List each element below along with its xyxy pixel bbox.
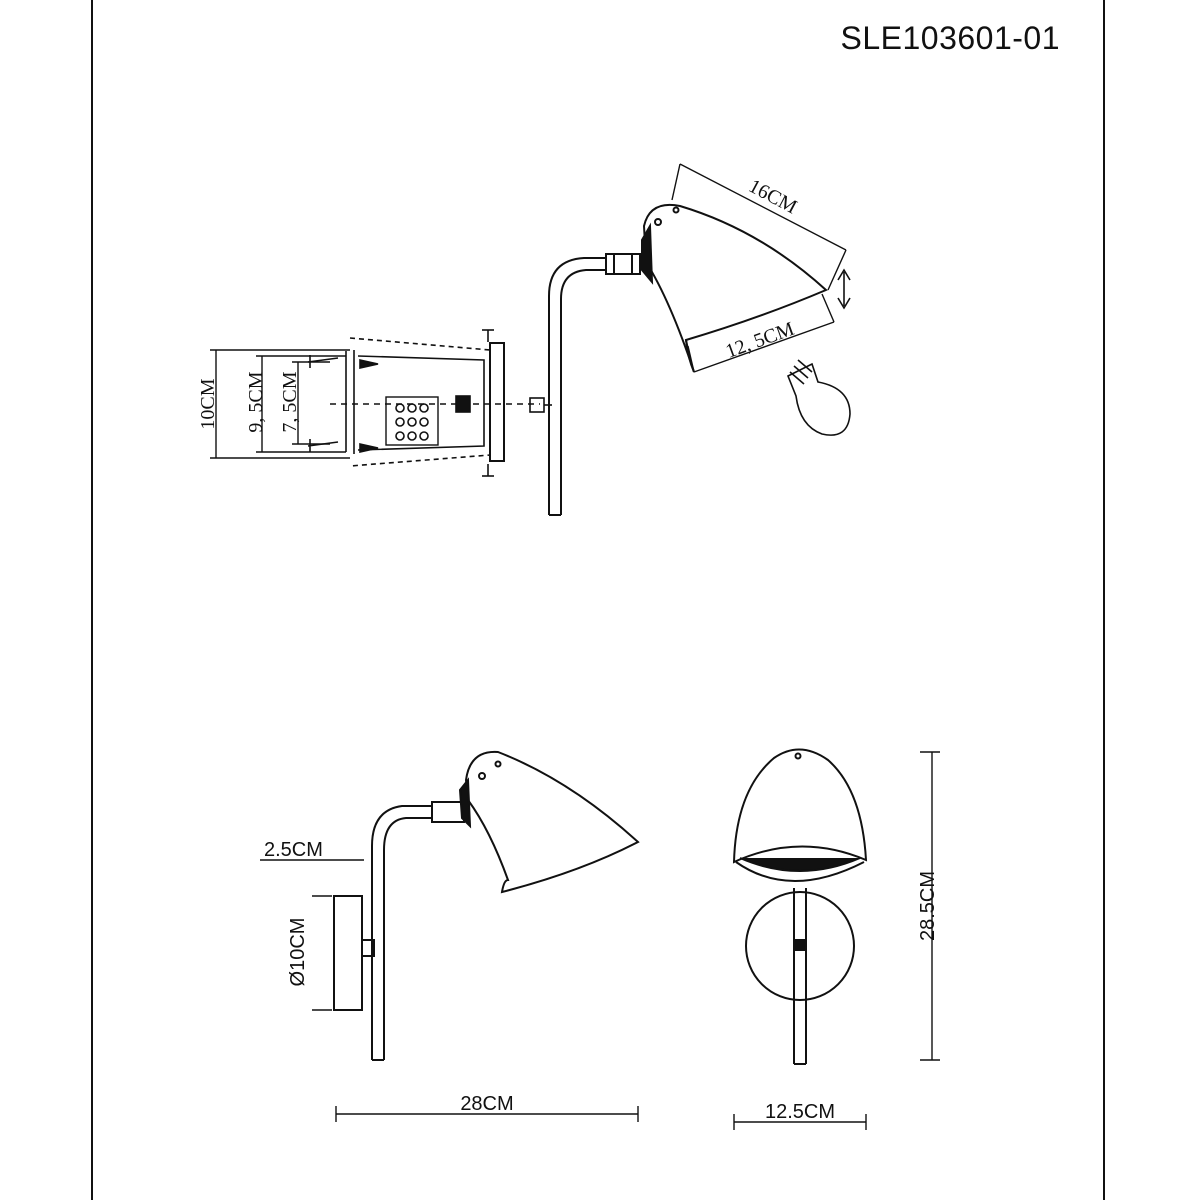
- tilt-arrow-icon: [837, 268, 851, 310]
- dim-height: 28.5CM: [917, 871, 939, 941]
- side-view: [333, 750, 640, 1061]
- model-number: SLE103601-01: [840, 20, 1060, 56]
- lamp-shade-side: [641, 204, 828, 373]
- dim-bracket-middle: 9, 5CM: [245, 371, 267, 432]
- exploded-mounting-view: [307, 329, 552, 477]
- dim-arm-diameter: 2.5CM: [264, 839, 323, 861]
- front-view: [732, 748, 868, 1065]
- dim-projection: 28CM: [460, 1093, 513, 1115]
- bulb-icon: [786, 359, 851, 436]
- screw-icon: [482, 329, 494, 477]
- lamp-arm: [548, 253, 641, 516]
- terminal-block-icon: [385, 396, 439, 446]
- shade-dimensions: [671, 163, 847, 373]
- side-view-dimensions: [260, 859, 639, 1122]
- bracket-dimensions: [210, 349, 350, 459]
- front-view-dimensions: [733, 751, 940, 1130]
- dim-base-diameter: Ø10CM: [287, 918, 309, 987]
- dim-bracket-inner: 7, 5CM: [279, 371, 301, 432]
- dim-width: 12.5CM: [765, 1101, 835, 1123]
- dim-bracket-outer: 10CM: [197, 378, 219, 429]
